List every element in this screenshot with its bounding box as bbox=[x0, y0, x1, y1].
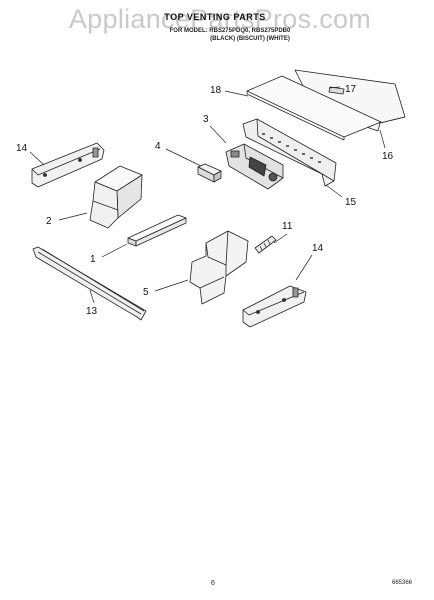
part-angle-bracket-right bbox=[242, 285, 307, 328]
part-angle-bracket-left bbox=[31, 142, 105, 188]
part-channel-bracket bbox=[242, 118, 337, 187]
leader-5 bbox=[154, 279, 189, 292]
leader-13 bbox=[89, 289, 95, 304]
diagram-subtitle-colors: (BLACK) (BISCUIT) (WHITE) bbox=[210, 36, 290, 42]
callout-4: 4 bbox=[155, 141, 161, 152]
diagram-title: TOP VENTING PARTS bbox=[164, 12, 266, 22]
figure-code: 665366 bbox=[392, 580, 413, 586]
part-flat-plate bbox=[246, 75, 382, 141]
leader-15 bbox=[325, 184, 343, 198]
leader-1 bbox=[101, 243, 128, 258]
callout-17: 17 bbox=[345, 84, 357, 95]
callout-14-upper: 14 bbox=[16, 143, 28, 154]
watermark: AppliancePartsPros.com bbox=[68, 4, 372, 34]
callout-15: 15 bbox=[345, 197, 357, 208]
leader-4 bbox=[165, 148, 202, 167]
callout-2: 2 bbox=[46, 216, 52, 227]
callout-13: 13 bbox=[86, 306, 98, 317]
part-flat-bar bbox=[127, 214, 187, 247]
part-small-block bbox=[197, 163, 222, 183]
page-number: 6 bbox=[211, 580, 215, 587]
leader-17 bbox=[328, 86, 341, 89]
callout-16: 16 bbox=[382, 151, 394, 162]
callout-18: 18 bbox=[210, 85, 222, 96]
callout-1: 1 bbox=[90, 254, 96, 265]
leader-3 bbox=[209, 125, 227, 144]
leader-11 bbox=[273, 233, 288, 244]
callout-5: 5 bbox=[143, 287, 149, 298]
callout-3: 3 bbox=[203, 114, 209, 125]
diagram-subtitle: FOR MODEL: RBS275PDQ0, RBS275PDB0 bbox=[169, 28, 291, 34]
part-air-duct bbox=[89, 165, 143, 229]
callout-11: 11 bbox=[282, 221, 293, 232]
part-long-rail bbox=[32, 246, 147, 321]
leader-18 bbox=[224, 90, 249, 97]
leader-16 bbox=[379, 129, 386, 149]
part-formed-bracket bbox=[189, 230, 249, 305]
leader-14a bbox=[29, 151, 45, 166]
part-motor-assembly bbox=[225, 143, 284, 190]
leader-2 bbox=[58, 212, 88, 221]
part-small-clip bbox=[254, 235, 277, 254]
leader-14b bbox=[295, 254, 313, 281]
callout-14-lower: 14 bbox=[312, 243, 324, 254]
